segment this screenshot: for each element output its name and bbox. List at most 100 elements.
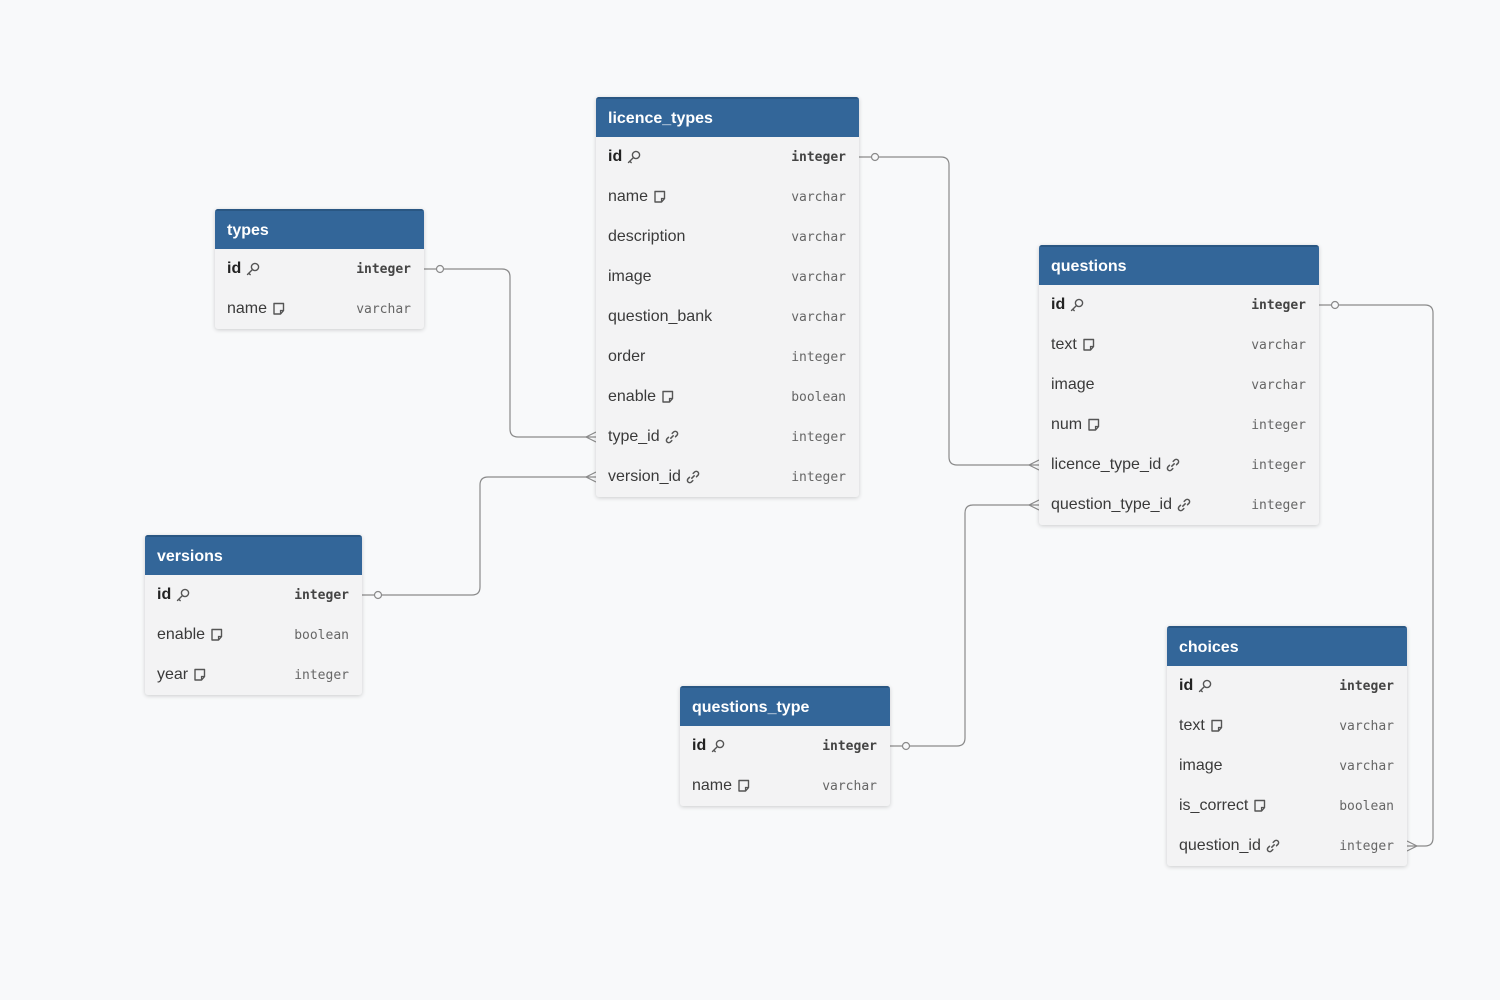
table-header[interactable]: questions_type (680, 686, 890, 726)
field-name: image (608, 268, 652, 286)
many-cardinality-icon (585, 471, 597, 483)
table-header[interactable]: versions (145, 535, 362, 575)
field-name: id (227, 260, 261, 278)
table-header[interactable]: choices (1167, 626, 1407, 666)
field-row-year[interactable]: year integer (145, 655, 362, 695)
field-type: varchar (356, 301, 411, 317)
table-header[interactable]: questions (1039, 245, 1319, 285)
field-name-text: text (1179, 717, 1205, 734)
field-name: question_id (1179, 837, 1281, 855)
note-icon (192, 667, 208, 683)
note-icon (736, 778, 752, 794)
field-name: enable (157, 626, 225, 644)
field-name-text: name (692, 777, 733, 794)
field-name-text: name (227, 300, 268, 317)
field-row-id[interactable]: id integer (680, 726, 890, 766)
field-name-text: question_type_id (1051, 496, 1172, 513)
key-icon (175, 587, 191, 603)
field-row-question-type-id[interactable]: question_type_id integer (1039, 485, 1319, 525)
field-name-text: description (608, 228, 686, 245)
link-icon (685, 469, 701, 485)
field-type: integer (294, 667, 349, 683)
many-cardinality-icon (1406, 840, 1418, 852)
field-name-text: enable (608, 388, 657, 405)
field-name: image (1179, 757, 1223, 775)
field-name: image (1051, 376, 1095, 394)
note-icon (271, 301, 287, 317)
key-icon (245, 261, 261, 277)
field-row-id[interactable]: id integer (1039, 285, 1319, 325)
link-icon (664, 429, 680, 445)
field-type: varchar (791, 309, 846, 325)
one-cardinality-icon (1330, 300, 1340, 310)
field-row-image[interactable]: image varchar (596, 257, 859, 297)
field-row-text[interactable]: text varchar (1167, 706, 1407, 746)
field-type: varchar (791, 189, 846, 205)
field-name-text: id (227, 260, 242, 277)
field-name-text: id (1051, 296, 1066, 313)
field-type: integer (791, 429, 846, 445)
relationship-line (424, 268, 596, 438)
field-row-image[interactable]: image varchar (1039, 365, 1319, 405)
key-icon (1197, 678, 1213, 694)
field-row-name[interactable]: name varchar (215, 289, 424, 329)
field-name-text: version_id (608, 468, 681, 485)
field-name: year (157, 666, 208, 684)
one-cardinality-icon (870, 152, 880, 162)
relationship-line (859, 156, 1039, 466)
field-name-text: image (1051, 376, 1095, 393)
field-type: varchar (1339, 718, 1394, 734)
field-name: licence_type_id (1051, 456, 1181, 474)
field-name: text (1179, 717, 1225, 735)
field-name: name (227, 300, 287, 318)
link-icon (1176, 497, 1192, 513)
table-header[interactable]: licence_types (596, 97, 859, 137)
field-type: integer (1251, 497, 1306, 513)
key-icon (626, 149, 642, 165)
field-type: varchar (1251, 377, 1306, 393)
field-name: enable (608, 388, 676, 406)
table-header[interactable]: types (215, 209, 424, 249)
field-name: id (1179, 677, 1213, 695)
field-name: id (692, 737, 726, 755)
note-icon (209, 627, 225, 643)
field-type: varchar (791, 269, 846, 285)
one-cardinality-icon (373, 590, 383, 600)
field-type: integer (1251, 297, 1306, 313)
link-icon (1165, 457, 1181, 473)
field-name-text: image (1179, 757, 1223, 774)
field-type: integer (822, 738, 877, 754)
field-name-text: num (1051, 416, 1083, 433)
many-cardinality-icon (585, 431, 597, 443)
field-name-text: enable (157, 626, 206, 643)
field-name-text: id (692, 737, 707, 754)
field-type: boolean (1339, 798, 1394, 814)
many-cardinality-icon (1028, 459, 1040, 471)
